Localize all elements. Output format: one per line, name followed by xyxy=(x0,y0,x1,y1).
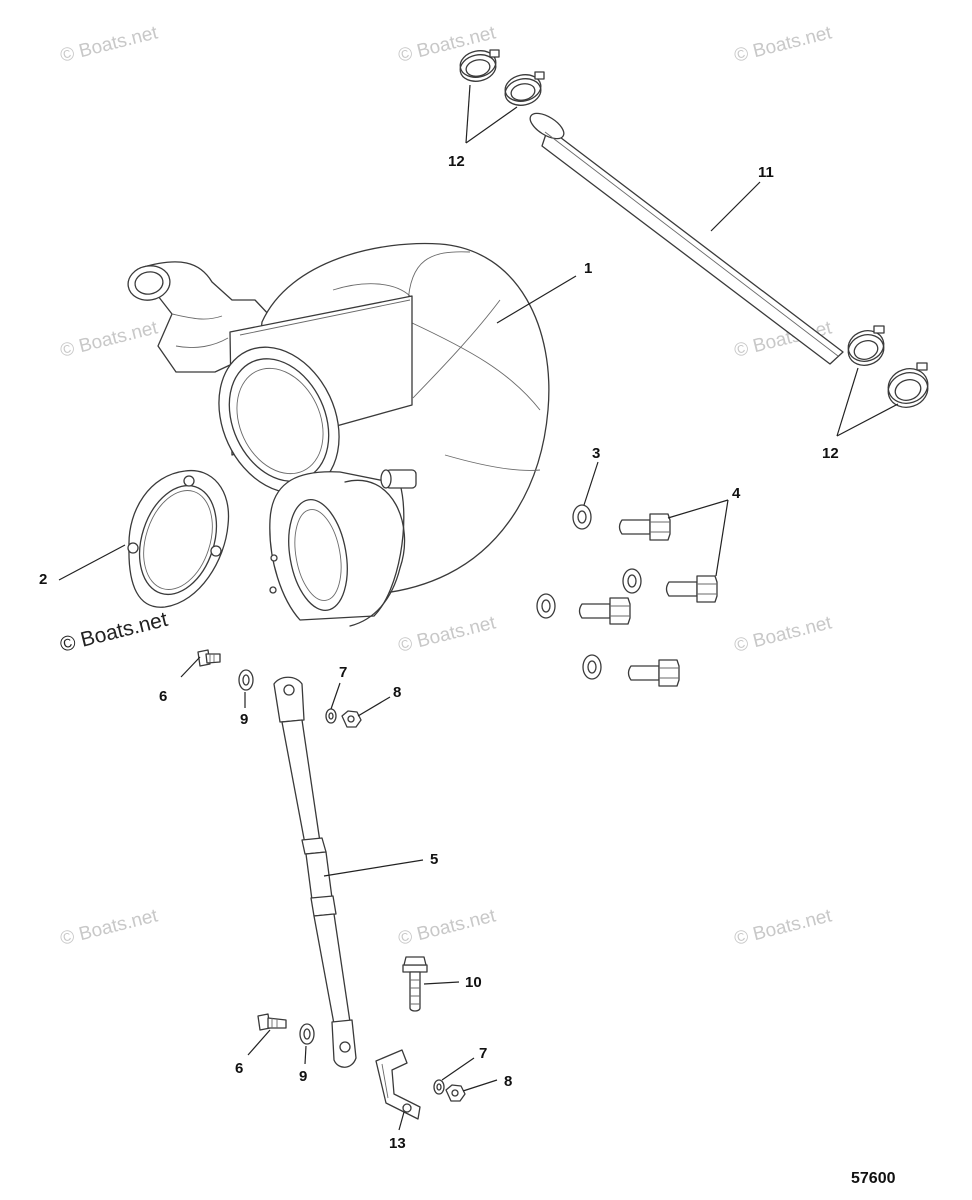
leader-lines xyxy=(58,84,899,1131)
flange-bolt-part-10[interactable] xyxy=(402,956,428,1012)
callout-2: 2 xyxy=(39,571,47,588)
callout-7-upper: 7 xyxy=(339,664,347,681)
washer-part-9-lower[interactable] xyxy=(299,1023,315,1045)
hose-clamp-part-12-bottom[interactable] xyxy=(844,325,932,412)
bracket-part-13[interactable] xyxy=(375,1049,421,1120)
callout-8-upper: 8 xyxy=(393,684,401,701)
gasket-part-2[interactable] xyxy=(126,469,230,608)
callout-5: 5 xyxy=(430,851,438,868)
watermark-text: © Boats.net xyxy=(396,612,498,657)
callout-9-lower: 9 xyxy=(299,1068,307,1085)
screw-part-6-lower[interactable] xyxy=(257,1013,287,1031)
callout-10: 10 xyxy=(465,974,482,991)
callout-12-bottom: 12 xyxy=(822,445,839,462)
washer-part-9-upper[interactable] xyxy=(238,669,254,691)
callout-13: 13 xyxy=(389,1135,406,1152)
watermark-text: © Boats.net xyxy=(58,317,160,362)
callout-4: 4 xyxy=(732,485,741,502)
watermark-text-dark: © Boats.net xyxy=(58,608,170,657)
callout-11: 11 xyxy=(758,164,774,181)
watermark-text: © Boats.net xyxy=(732,905,834,950)
callout-labels: 1 2 3 4 5 6 6 7 7 8 8 9 9 10 11 12 12 13 xyxy=(39,153,839,1152)
callout-1: 1 xyxy=(584,260,592,277)
callout-7-lower: 7 xyxy=(479,1045,487,1062)
callout-3: 3 xyxy=(592,445,600,462)
screw-part-6-upper[interactable] xyxy=(197,649,221,667)
lock-washer-part-7-upper[interactable] xyxy=(325,708,337,724)
lock-washer-part-7-lower[interactable] xyxy=(433,1079,445,1095)
bolt-part-4[interactable] xyxy=(578,513,718,687)
nut-part-8-upper[interactable] xyxy=(341,710,362,728)
watermark-text: © Boats.net xyxy=(732,612,834,657)
callout-6-lower: 6 xyxy=(235,1060,243,1077)
figure-number: 57600 xyxy=(851,1170,896,1187)
washer-part-3[interactable] xyxy=(536,504,642,680)
watermark-text: © Boats.net xyxy=(58,22,160,67)
hose-part-11[interactable] xyxy=(526,108,844,365)
exhaust-elbow-part-1[interactable] xyxy=(125,242,550,627)
nut-part-8-lower[interactable] xyxy=(445,1084,466,1102)
watermark-text: © Boats.net xyxy=(732,22,834,67)
watermark-text: © Boats.net xyxy=(58,905,160,950)
watermark-text: © Boats.net xyxy=(396,905,498,950)
callout-6-upper: 6 xyxy=(159,688,167,705)
callout-8-lower: 8 xyxy=(504,1073,512,1090)
callout-9-upper: 9 xyxy=(240,711,248,728)
support-rod-part-5[interactable] xyxy=(273,676,357,1068)
hose-clamp-part-12-top[interactable] xyxy=(458,48,545,109)
callout-12-top: 12 xyxy=(448,153,465,170)
